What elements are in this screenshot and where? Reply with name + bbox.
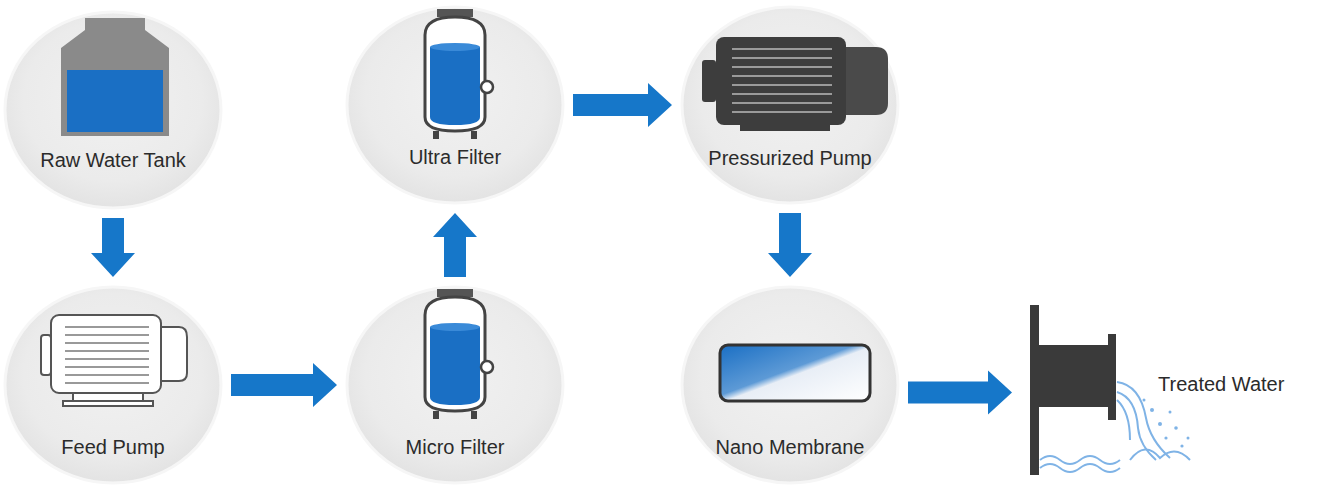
pump-node: Feed Pump [3,285,223,485]
filter-node: Micro Filter [345,285,565,485]
node-label: Nano Membrane [716,435,865,459]
pump-node: Pressurized Pump [680,5,900,205]
flow-arrow [573,83,672,127]
node-label: Pressurized Pump [708,146,871,170]
node-illustration [680,5,900,205]
flow-arrow [908,371,1012,415]
node-illustration [345,5,565,205]
flow-arrow [768,213,812,277]
node-label: Treated Water [1158,372,1284,396]
node-label: Feed Pump [61,435,164,459]
pressurized-pump-icon [702,37,888,131]
node-illustration [3,10,223,210]
water-drops [1143,399,1190,448]
node-label: Raw Water Tank [40,148,186,172]
node-label: Ultra Filter [409,145,501,169]
filter-node: Ultra Filter [345,5,565,205]
flow-arrow [91,218,135,277]
feed-pump-icon [41,315,187,406]
flow-arrow [433,213,477,277]
node-label: Micro Filter [406,435,505,459]
ultra-filter-icon [425,9,493,139]
micro-filter-icon [425,289,493,419]
tank-node: Raw Water Tank [3,10,223,210]
faucet-icon [1030,305,1116,475]
membrane-node: Nano Membrane [680,285,900,485]
tank-icon [61,18,169,136]
flow-arrow [231,363,337,407]
membrane-icon [720,345,870,401]
water-splash [1040,382,1190,472]
outlet-node: Treated Water [1020,300,1326,490]
